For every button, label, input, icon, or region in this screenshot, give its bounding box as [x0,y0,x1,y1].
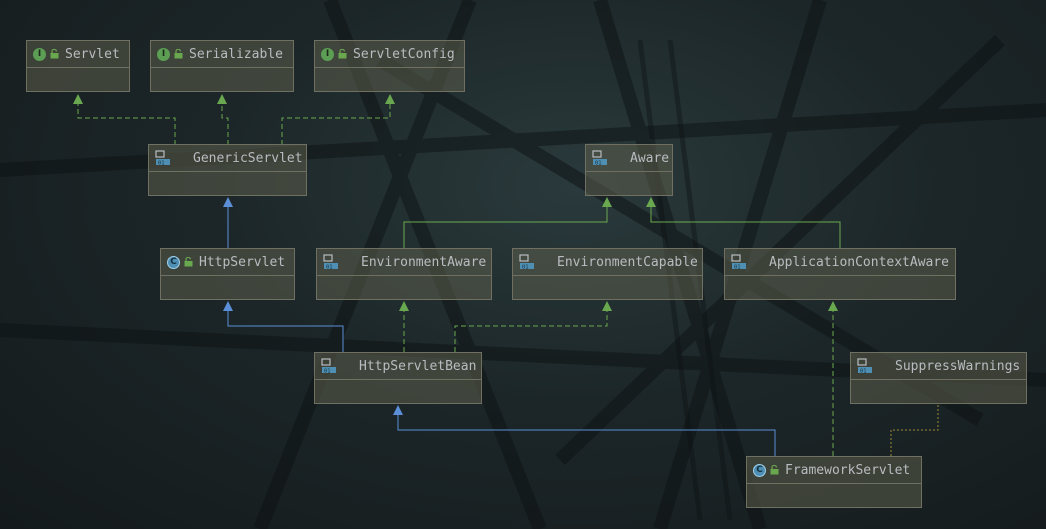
interface-icon: I [157,47,170,61]
arrowhead [399,301,409,311]
abstract-class-icon: 01 [592,150,607,166]
abstract-class-icon: 01 [519,254,534,270]
arrowhead [73,94,83,104]
edge-httpservletbean-httpservlet [227,309,344,352]
node-label: ApplicationContextAware [769,254,950,270]
lock-open-icon [50,49,59,59]
class-icon: C [167,255,180,269]
lock-open-icon [770,465,779,475]
node-label: EnvironmentAware [361,254,487,270]
node-label: HttpServletBean [359,358,477,374]
arrowhead [602,301,612,311]
svg-text:01: 01 [324,368,331,374]
edge-frameworkservlet-httpservletbean [397,413,776,456]
lock-open-icon [338,49,347,59]
arrowhead [393,405,403,415]
svg-text:01: 01 [158,160,165,166]
lock-open-icon [184,257,193,267]
node-label: Servlet [65,46,120,62]
node-label: SuppressWarnings [895,358,1021,374]
svg-text:01: 01 [595,160,602,166]
edge-genericservlet-servlet [77,100,176,145]
abstract-class-icon: 01 [155,150,170,166]
lock-open-icon [174,49,183,59]
node-genericservlet[interactable]: 01 GenericServlet [148,144,307,196]
node-label: FrameworkServlet [785,462,911,478]
svg-text:01: 01 [860,368,867,374]
abstract-class-icon: 01 [731,254,746,270]
node-aware[interactable]: 01 Aware [585,144,673,196]
svg-text:01: 01 [522,264,529,270]
abstract-class-icon: 01 [323,254,338,270]
node-label: ServletConfig [353,46,455,62]
interface-icon: I [321,47,334,61]
class-icon: C [753,463,766,477]
edge-frameworkservlet-suppresswarnings [890,405,939,456]
node-label: Aware [630,150,670,166]
arrowhead [385,94,395,104]
node-label: HttpServlet [199,254,286,270]
svg-text:01: 01 [734,264,741,270]
annotation-icon: 01 [857,358,872,374]
node-httpservlet[interactable]: C HttpServlet [160,248,295,300]
node-serializable[interactable]: I Serializable [150,40,294,92]
edge-httpservletbean-environmentcapable [454,309,608,352]
arrowhead [646,197,656,207]
node-servlet[interactable]: I Servlet [26,40,130,92]
node-servletconfig[interactable]: I ServletConfig [314,40,465,92]
svg-text:01: 01 [326,264,333,270]
arrowhead [602,197,612,207]
edge-appcontextaware-aware [650,205,841,248]
edge-genericservlet-servletconfig [281,100,391,145]
node-suppresswarnings[interactable]: 01 SuppressWarnings [850,352,1027,404]
node-applicationcontextaware[interactable]: 01 ApplicationContextAware [724,248,956,300]
node-frameworkservlet[interactable]: C FrameworkServlet [746,456,922,508]
node-httpservletbean[interactable]: 01 HttpServletBean [314,352,482,404]
arrowhead [223,301,233,311]
node-label: GenericServlet [193,150,303,166]
interface-icon: I [33,47,46,61]
arrowhead [217,94,227,104]
arrowhead [828,301,838,311]
edge-genericservlet-serializable [221,100,229,145]
edge-environmentaware-aware [403,205,608,248]
node-label: EnvironmentCapable [557,254,698,270]
node-environmentaware[interactable]: 01 EnvironmentAware [316,248,492,300]
abstract-class-icon: 01 [321,358,336,374]
node-label: Serializable [189,46,283,62]
arrowhead [223,197,233,207]
node-environmentcapable[interactable]: 01 EnvironmentCapable [512,248,703,300]
